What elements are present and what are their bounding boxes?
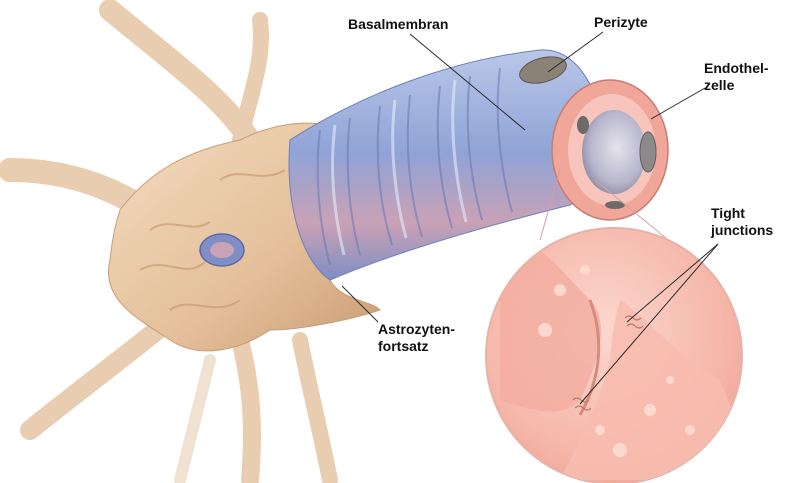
label-tight-junctions: Tight junctions xyxy=(711,205,773,239)
vessel-lumen xyxy=(582,110,646,194)
label-endothelzelle: Endothel- zelle xyxy=(704,60,769,94)
label-basalmembran: Basalmembran xyxy=(348,16,448,33)
label-tight-line2: junctions xyxy=(711,222,773,239)
label-endothelzelle-line2: zelle xyxy=(704,77,769,94)
label-endothelzelle-line1: Endothel- xyxy=(704,60,769,77)
leader-endothel xyxy=(651,88,705,119)
label-perizyte: Perizyte xyxy=(594,14,648,31)
label-astrozytenfortsatz: Astrozyten- fortsatz xyxy=(378,321,455,355)
label-astro-line1: Astrozyten- xyxy=(378,321,455,338)
label-tight-line1: Tight xyxy=(711,205,773,222)
endothelial-nucleus xyxy=(640,132,656,172)
label-astro-line2: fortsatz xyxy=(378,338,455,355)
